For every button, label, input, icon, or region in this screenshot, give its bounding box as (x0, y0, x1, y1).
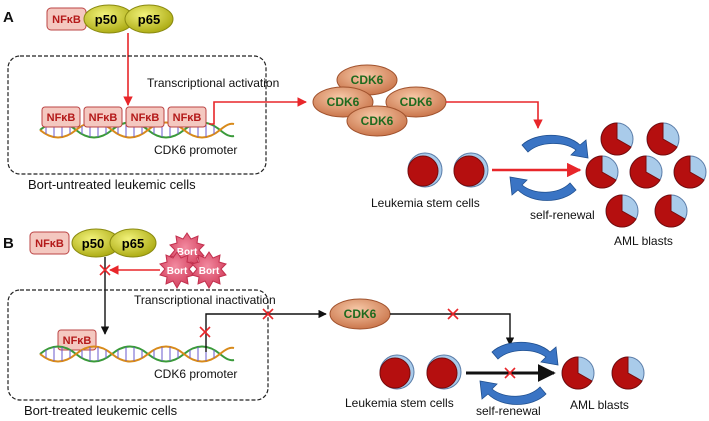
self-renewal-cycle-a (492, 134, 589, 201)
p50-label-b: p50 (82, 236, 104, 251)
transcription-activation-label: Transcriptional activation (147, 76, 279, 90)
promoter-nfkb-boxes-a: NFκB NFκB NFκB NFκB (41, 106, 207, 128)
stem-cells-label-b: Leukemia stem cells (345, 396, 454, 410)
aml-blasts-label-a: AML blasts (614, 234, 673, 248)
stem-cells-a (407, 152, 489, 188)
cdk6-protein-3: CDK6 (400, 95, 433, 109)
p50-label: p50 (95, 12, 117, 27)
promoter-label-a: CDK6 promoter (154, 143, 237, 157)
aml-blasts-label-b: AML blasts (570, 398, 629, 412)
cdk6-label-b: CDK6 (344, 307, 377, 321)
promoter-nfkb-box-b (57, 329, 97, 351)
cdk6-to-renewal-arrow (446, 101, 543, 129)
dna-helix-b (39, 345, 235, 363)
nfkb-label-b: NFκB (35, 238, 64, 250)
aml-blasts-a (585, 122, 707, 228)
untreated-box-label: Bort-untreated leukemic cells (28, 177, 196, 192)
activation-arrow (209, 97, 307, 125)
self-renewal-label-a: self-renewal (530, 208, 595, 222)
stem-cells-label-a: Leukemia stem cells (371, 196, 480, 210)
bort-drug-1: Bort (177, 247, 198, 258)
panel-b-letter: B (3, 235, 14, 252)
panel-a-letter: A (3, 9, 14, 26)
bort-cluster: Bort Bort Bort (159, 232, 227, 290)
stem-cells-b (379, 354, 462, 390)
cdk6-protein-2: CDK6 (327, 95, 360, 109)
self-renewal-cycle-b (466, 341, 559, 405)
cdk6-protein-1: CDK6 (351, 73, 384, 87)
promoter-nfkb-b: NFκB (63, 335, 92, 347)
panel-a: A NFκB p50 p65 (3, 4, 707, 248)
untreated-cell-box (7, 55, 267, 175)
p65-protein-b (109, 228, 157, 258)
promoter-nfkb-2: NFκB (89, 112, 118, 124)
nfkb-label: NFκB (52, 14, 81, 26)
cdk6-to-renewal-arrow-b (390, 313, 515, 346)
nfkb-complex-a: NFκB p50 p65 (46, 4, 174, 34)
promoter-nfkb-1: NFκB (47, 112, 76, 124)
promoter-nfkb-3: NFκB (131, 112, 160, 124)
bort-drug-3: Bort (199, 266, 220, 277)
transcription-inactivation-label: Transcriptional inactivation (134, 293, 276, 307)
bort-drug-2: Bort (167, 266, 188, 277)
inactivation-arrow (205, 309, 327, 352)
nfkb-complex-b: NFκB p50 p65 (29, 228, 157, 258)
promoter-blocked-x (199, 326, 211, 338)
promoter-label-b: CDK6 promoter (154, 367, 237, 381)
p65-protein (124, 4, 174, 34)
nfkb-box (29, 231, 70, 255)
aml-blasts-b (561, 356, 645, 390)
treated-cell-box (7, 289, 269, 401)
panel-b: B NFκB p50 p65 Bort Bort Bort (3, 228, 645, 418)
treated-box-label: Bort-treated leukemic cells (24, 403, 178, 418)
p65-label-b: p65 (122, 236, 144, 251)
cdk6-cluster: CDK6 CDK6 CDK6 CDK6 (312, 64, 447, 137)
p65-label: p65 (138, 12, 160, 27)
promoter-nfkb-4: NFκB (173, 112, 202, 124)
self-renewal-label-b: self-renewal (476, 404, 541, 418)
cdk6-protein-4: CDK6 (361, 114, 394, 128)
